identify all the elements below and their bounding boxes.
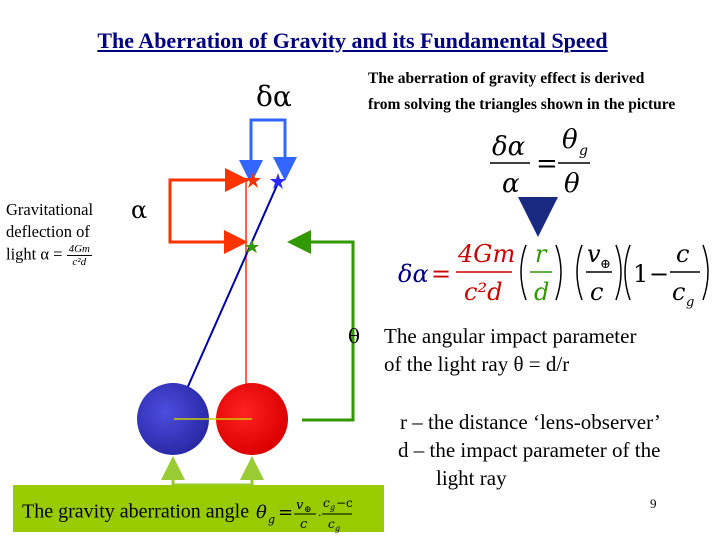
theta-text: The angular impact parameter of the ligh… bbox=[384, 322, 636, 378]
svg-text:⊕: ⊕ bbox=[600, 257, 611, 272]
svg-text:=: = bbox=[536, 149, 558, 179]
grav-line-3: light α = 4Gm c²d bbox=[6, 243, 93, 268]
svg-text:1: 1 bbox=[633, 260, 648, 288]
svg-text:c: c bbox=[323, 496, 330, 510]
svg-text:g: g bbox=[268, 513, 275, 526]
deflection-formula-numerator: 4Gm bbox=[66, 243, 92, 257]
svg-text:θ: θ bbox=[256, 502, 267, 523]
svg-text:=: = bbox=[278, 502, 293, 523]
light-ray bbox=[173, 182, 279, 419]
gravitational-deflection-text: Gravitational deflection of light α = 4G… bbox=[6, 199, 93, 268]
page-number: 9 bbox=[650, 496, 657, 511]
page-title: The Aberration of Gravity and its Fundam… bbox=[97, 28, 608, 53]
svg-text:r: r bbox=[535, 240, 548, 268]
main-equation: δα = 4Gm c²d r d v ⊕ c 1 − c c g bbox=[398, 240, 709, 310]
definition-d: d – the impact parameter of the bbox=[398, 438, 661, 462]
svg-text:g: g bbox=[335, 524, 340, 533]
description-line-1: The aberration of gravity effect is deri… bbox=[368, 70, 645, 87]
ratio-den-left: α bbox=[502, 169, 520, 199]
definition-r: r – the distance ‘lens-observer’ bbox=[400, 410, 661, 434]
deflection-formula-denominator: c²d bbox=[72, 256, 87, 269]
ratio-den-right: θ bbox=[564, 169, 580, 199]
alpha-bracket bbox=[168, 178, 248, 254]
delta-alpha-label: δα bbox=[256, 80, 292, 113]
svg-text:=: = bbox=[431, 260, 451, 288]
svg-text:c: c bbox=[590, 278, 603, 306]
red-star bbox=[245, 172, 261, 188]
blue-star bbox=[270, 173, 286, 189]
grav-line-3-text: light α = bbox=[6, 244, 63, 264]
grav-line-1: Gravitational bbox=[6, 200, 94, 219]
theta-line-1: The angular impact parameter bbox=[384, 324, 637, 348]
description-line-2: from solving the triangles shown in the … bbox=[368, 96, 676, 113]
definitions: r – the distance ‘lens-observer’ d – the… bbox=[398, 408, 661, 492]
svg-text:−: − bbox=[649, 260, 669, 288]
ratio-num-left: δα bbox=[492, 132, 526, 162]
aberration-angle-label: The gravity aberration angle bbox=[22, 500, 250, 523]
svg-text:c: c bbox=[328, 517, 335, 531]
svg-text:d: d bbox=[534, 278, 549, 306]
theta-label: θ bbox=[348, 324, 361, 348]
svg-text:c: c bbox=[672, 278, 685, 306]
main-lhs: δα bbox=[398, 260, 429, 288]
theta-line-2: of the light ray θ = d/r bbox=[384, 352, 570, 376]
svg-text:c: c bbox=[300, 517, 308, 532]
green-star bbox=[245, 240, 259, 253]
svg-text:·: · bbox=[318, 509, 322, 522]
alpha-label: α bbox=[131, 196, 148, 224]
aberration-angle-box bbox=[13, 485, 384, 532]
svg-text:g: g bbox=[686, 295, 694, 310]
svg-text:v: v bbox=[587, 240, 601, 268]
theta-bracket bbox=[290, 240, 355, 422]
svg-text:v: v bbox=[296, 498, 304, 513]
definition-d-cont: light ray bbox=[436, 466, 507, 490]
svg-text:g: g bbox=[579, 143, 588, 159]
grav-line-2: deflection of bbox=[6, 222, 90, 241]
svg-text:c²d: c²d bbox=[464, 278, 502, 306]
ratio-equation: δα α = θ g θ bbox=[490, 125, 590, 199]
blue-planet bbox=[137, 383, 209, 455]
svg-text:g: g bbox=[330, 503, 335, 512]
main-4gm: 4Gm bbox=[457, 240, 515, 268]
svg-text:⊕: ⊕ bbox=[304, 505, 312, 515]
delta-alpha-bracket bbox=[249, 118, 297, 181]
svg-text:c: c bbox=[676, 240, 689, 268]
svg-text:−c: −c bbox=[336, 496, 353, 510]
velocity-bracket bbox=[171, 460, 254, 487]
description: The aberration of gravity effect is deri… bbox=[368, 66, 675, 118]
ratio-num-right: θ bbox=[562, 125, 578, 155]
deflection-formula: 4Gm c²d bbox=[66, 243, 92, 269]
